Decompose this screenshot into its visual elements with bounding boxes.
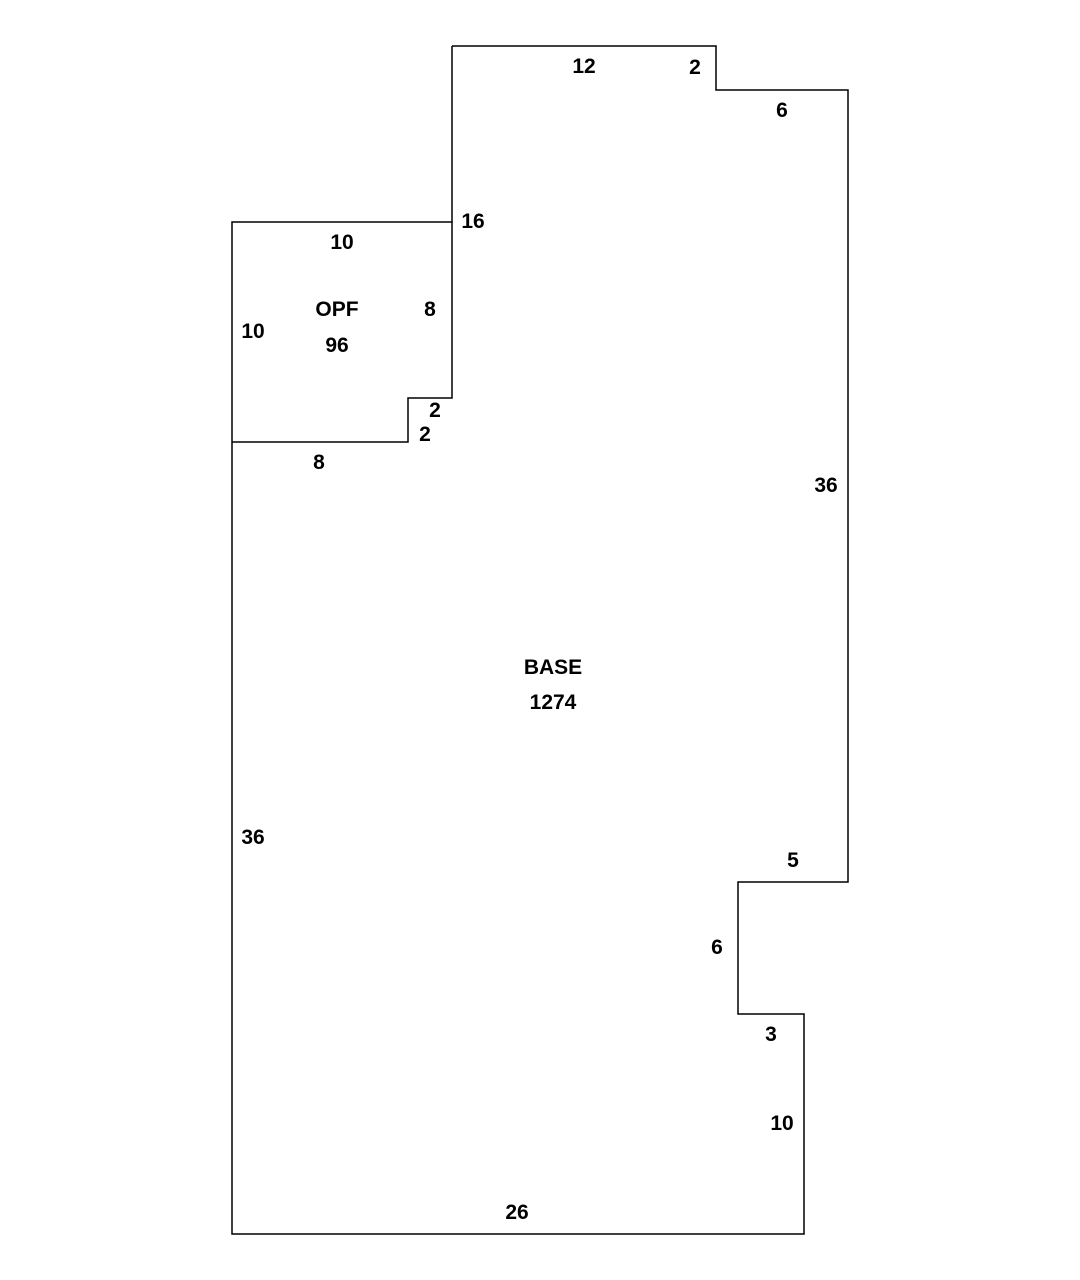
base-outline bbox=[231, 45, 849, 1235]
dim-opf-right: 8 bbox=[424, 298, 436, 321]
dim-junction: 16 bbox=[461, 210, 485, 233]
opf-outline bbox=[232, 222, 453, 443]
dim-lower-right: 10 bbox=[770, 1112, 794, 1135]
dim-opf-left: 10 bbox=[241, 320, 265, 343]
dim-right: 36 bbox=[814, 474, 838, 497]
dim-top: 12 bbox=[572, 55, 596, 78]
dim-opf-bottom: 8 bbox=[313, 451, 325, 474]
dim-inset-vertical: 6 bbox=[711, 936, 723, 959]
dim-right-step: 5 bbox=[787, 849, 799, 872]
dim-top-step: 2 bbox=[689, 56, 701, 79]
dim-inset-horizontal: 3 bbox=[765, 1023, 777, 1046]
opf-area: 96 bbox=[325, 334, 349, 357]
base-name: BASE bbox=[523, 656, 583, 679]
base-area: 1274 bbox=[529, 691, 577, 714]
dim-bottom: 26 bbox=[505, 1201, 529, 1224]
opf-name: OPF bbox=[315, 298, 359, 321]
dim-opf-top: 10 bbox=[330, 231, 354, 254]
dim-top-right: 6 bbox=[776, 99, 788, 122]
dim-notch-horizontal: 2 bbox=[419, 423, 431, 446]
dim-notch-vertical: 2 bbox=[429, 399, 441, 422]
dim-left: 36 bbox=[241, 826, 265, 849]
